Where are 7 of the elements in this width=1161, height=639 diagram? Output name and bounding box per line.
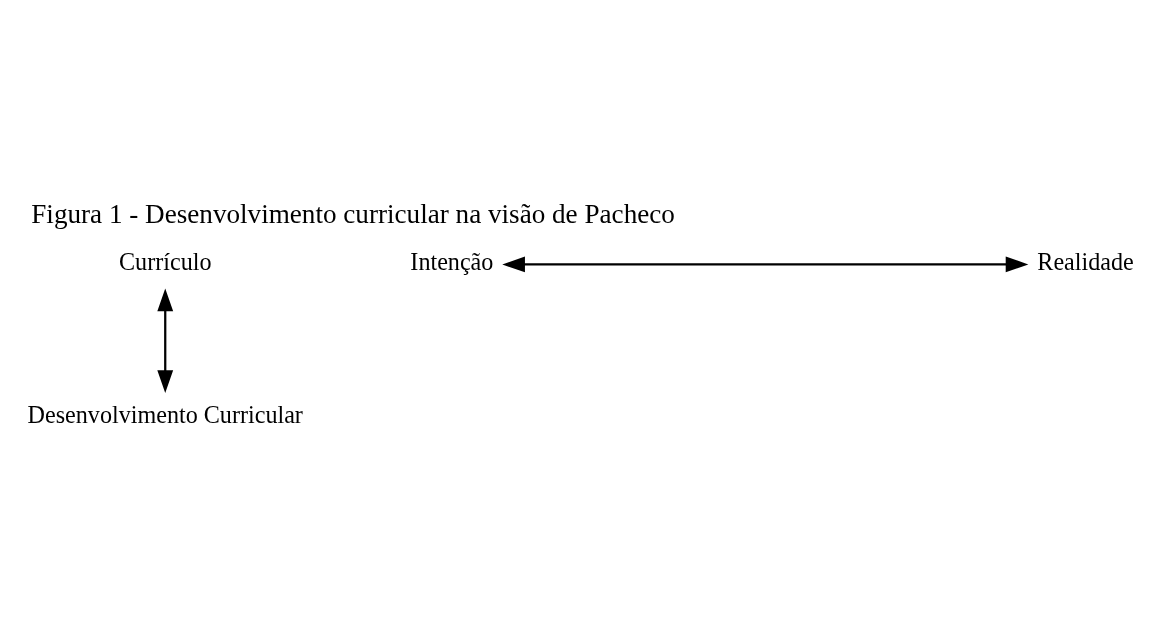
arrow	[157, 288, 174, 393]
diagram-title: Figura 1 - Desenvolvimento curricular na visão de Pacheco	[31, 198, 675, 229]
node-text: Realidade	[1037, 248, 1134, 276]
arrow	[502, 256, 1029, 273]
node-text: Desenvolvimento Curricular	[27, 400, 303, 428]
node-text: Intenção	[410, 248, 494, 276]
node-text: Currículo	[119, 248, 212, 276]
